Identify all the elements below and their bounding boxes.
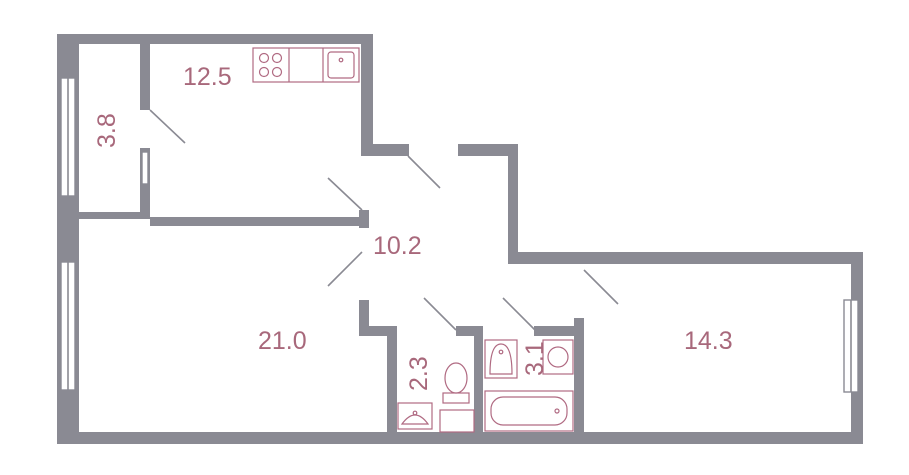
bath-fixtures bbox=[484, 339, 574, 432]
door-balcony bbox=[149, 109, 186, 144]
windows bbox=[60, 77, 859, 393]
room-labels: 12.5 3.8 10.2 21.0 14.3 2.3 3.1 bbox=[93, 63, 733, 391]
window-balcony-door bbox=[141, 151, 149, 185]
wall-hall-top-right bbox=[458, 144, 518, 156]
wall-living-hall-stub bbox=[359, 210, 369, 228]
wall-wc-left bbox=[387, 326, 397, 444]
door-living bbox=[327, 251, 363, 287]
wall-bedroom-top bbox=[508, 252, 863, 264]
wall-wc-bath-divider bbox=[474, 326, 483, 444]
door-hall-entry bbox=[407, 155, 441, 189]
area-balcony: 3.8 bbox=[93, 113, 121, 148]
wall-kitchen-living bbox=[150, 217, 363, 226]
wall-kitchen-right bbox=[361, 34, 373, 144]
washing-machine-icon bbox=[542, 339, 574, 375]
wall-top-left bbox=[57, 34, 373, 44]
kitchen-counter bbox=[252, 47, 360, 83]
wall-balcony-bottom bbox=[79, 212, 150, 219]
stove-icon bbox=[258, 52, 283, 78]
door-kitchen bbox=[327, 177, 363, 211]
wall-living-right-stub bbox=[359, 300, 369, 336]
wall-hall-right bbox=[508, 144, 518, 264]
wall-wc-top-right bbox=[456, 326, 482, 336]
door-bedroom bbox=[583, 269, 619, 305]
wall-balcony-kitchen-upper bbox=[140, 44, 150, 110]
area-wc: 2.3 bbox=[405, 356, 433, 391]
area-kitchen: 12.5 bbox=[183, 63, 232, 91]
area-living: 21.0 bbox=[258, 327, 307, 355]
area-hall: 10.2 bbox=[373, 232, 422, 260]
wc-shaft bbox=[439, 409, 475, 433]
wall-hall-top-left bbox=[361, 144, 409, 156]
wall-bath-top bbox=[534, 326, 584, 336]
door-bath bbox=[502, 297, 536, 331]
toilet-icon bbox=[442, 362, 470, 404]
bath-sink-icon bbox=[484, 339, 518, 379]
wc-sink-icon bbox=[397, 402, 433, 430]
area-bath: 3.1 bbox=[521, 341, 549, 376]
door-wc bbox=[423, 297, 457, 331]
area-bedroom: 14.3 bbox=[684, 327, 733, 355]
wall-bottom bbox=[57, 432, 863, 444]
kitchen-sink-icon bbox=[327, 51, 355, 79]
bathtub-icon bbox=[484, 390, 574, 432]
wall-wc-top-left bbox=[359, 326, 397, 336]
wc-fixtures bbox=[397, 362, 475, 433]
door-swings bbox=[149, 109, 619, 331]
wall-bath-right bbox=[574, 318, 584, 444]
